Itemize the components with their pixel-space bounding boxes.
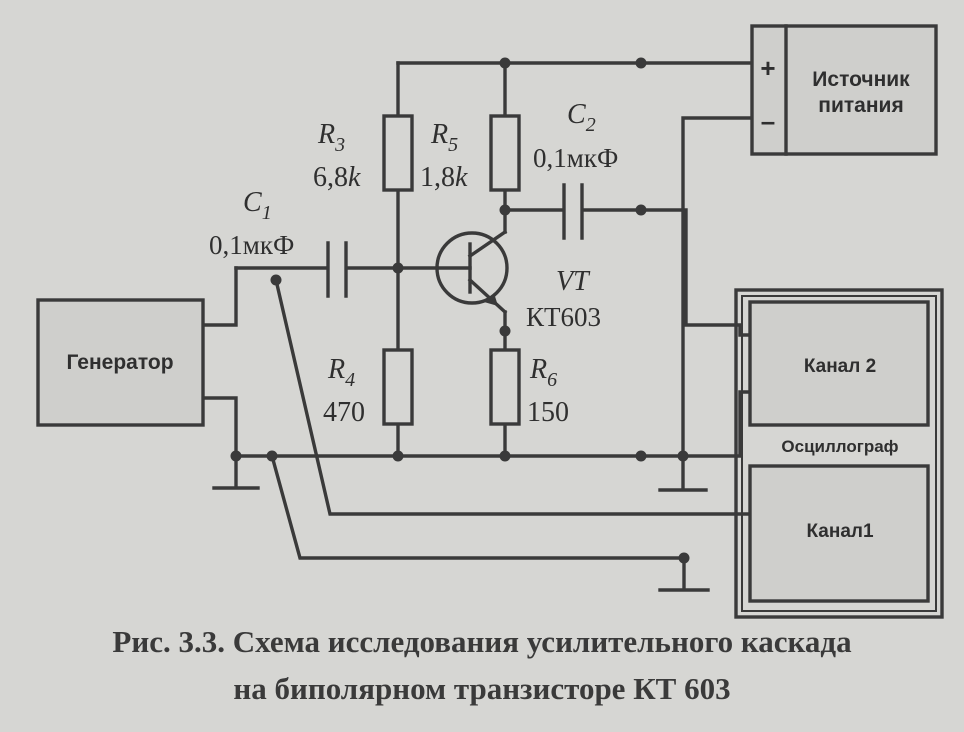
label-r6: R6 150 xyxy=(527,354,569,428)
svg-text:R6: R6 xyxy=(529,354,557,391)
channel1-label: Канал1 xyxy=(806,521,874,542)
resistor-r5-symbol xyxy=(489,114,521,192)
svg-text:R4: R4 xyxy=(327,354,355,391)
minus-sign: – xyxy=(761,106,775,136)
label-r4: R4 470 xyxy=(323,354,365,428)
svg-text:C1: C1 xyxy=(243,187,272,224)
resistor-r4-symbol xyxy=(382,348,414,426)
transistor-symbol xyxy=(435,229,509,315)
generator-label: Генератор xyxy=(66,351,173,374)
wires xyxy=(201,61,762,592)
channel1-block xyxy=(748,464,930,603)
resistor-r6-symbol xyxy=(489,348,521,426)
oscilloscope-label: Осциллограф xyxy=(781,437,898,456)
label-vt: VT КТ603 xyxy=(526,266,601,332)
label-r3: R3 6,8k xyxy=(313,119,361,193)
power-supply-label-line2: питания xyxy=(818,94,903,117)
label-r5: R5 1,8k xyxy=(420,119,468,193)
capacitor-c1-symbol xyxy=(326,241,348,298)
svg-text:C2: C2 xyxy=(567,99,596,136)
label-c1: C1 0,1мкФ xyxy=(209,187,294,260)
svg-text:КТ603: КТ603 xyxy=(526,302,601,332)
svg-text:150: 150 xyxy=(527,397,569,428)
svg-text:R5: R5 xyxy=(430,119,458,156)
svg-text:0,1мкФ: 0,1мкФ xyxy=(533,143,618,173)
generator-block xyxy=(36,298,205,427)
svg-text:0,1мкФ: 0,1мкФ xyxy=(209,230,294,260)
caption-line2: на биполярном транзисторе КТ 603 xyxy=(233,671,731,706)
label-c2: C2 0,1мкФ xyxy=(533,99,618,173)
resistor-r3-symbol xyxy=(382,114,414,192)
caption-line1: Рис. 3.3. Схема исследования усилительно… xyxy=(112,624,852,659)
junction-dots xyxy=(230,57,690,564)
plus-sign: + xyxy=(760,53,775,83)
oscilloscope-block xyxy=(734,288,944,619)
svg-text:1,8k: 1,8k xyxy=(420,162,468,193)
schematic-diagram: Генератор + – Источник питания Канал 2 О… xyxy=(36,24,944,619)
channel2-block xyxy=(748,300,930,427)
figure-caption: Рис. 3.3. Схема исследования усилительно… xyxy=(0,618,964,712)
svg-text:6,8k: 6,8k xyxy=(313,162,361,193)
svg-text:470: 470 xyxy=(323,397,365,428)
channel2-label: Канал 2 xyxy=(804,356,876,377)
power-supply-block xyxy=(750,24,938,156)
svg-text:R3: R3 xyxy=(317,119,345,156)
power-supply-label-line1: Источник xyxy=(812,68,910,91)
svg-text:VT: VT xyxy=(556,266,591,297)
capacitor-c2-symbol xyxy=(562,183,584,240)
